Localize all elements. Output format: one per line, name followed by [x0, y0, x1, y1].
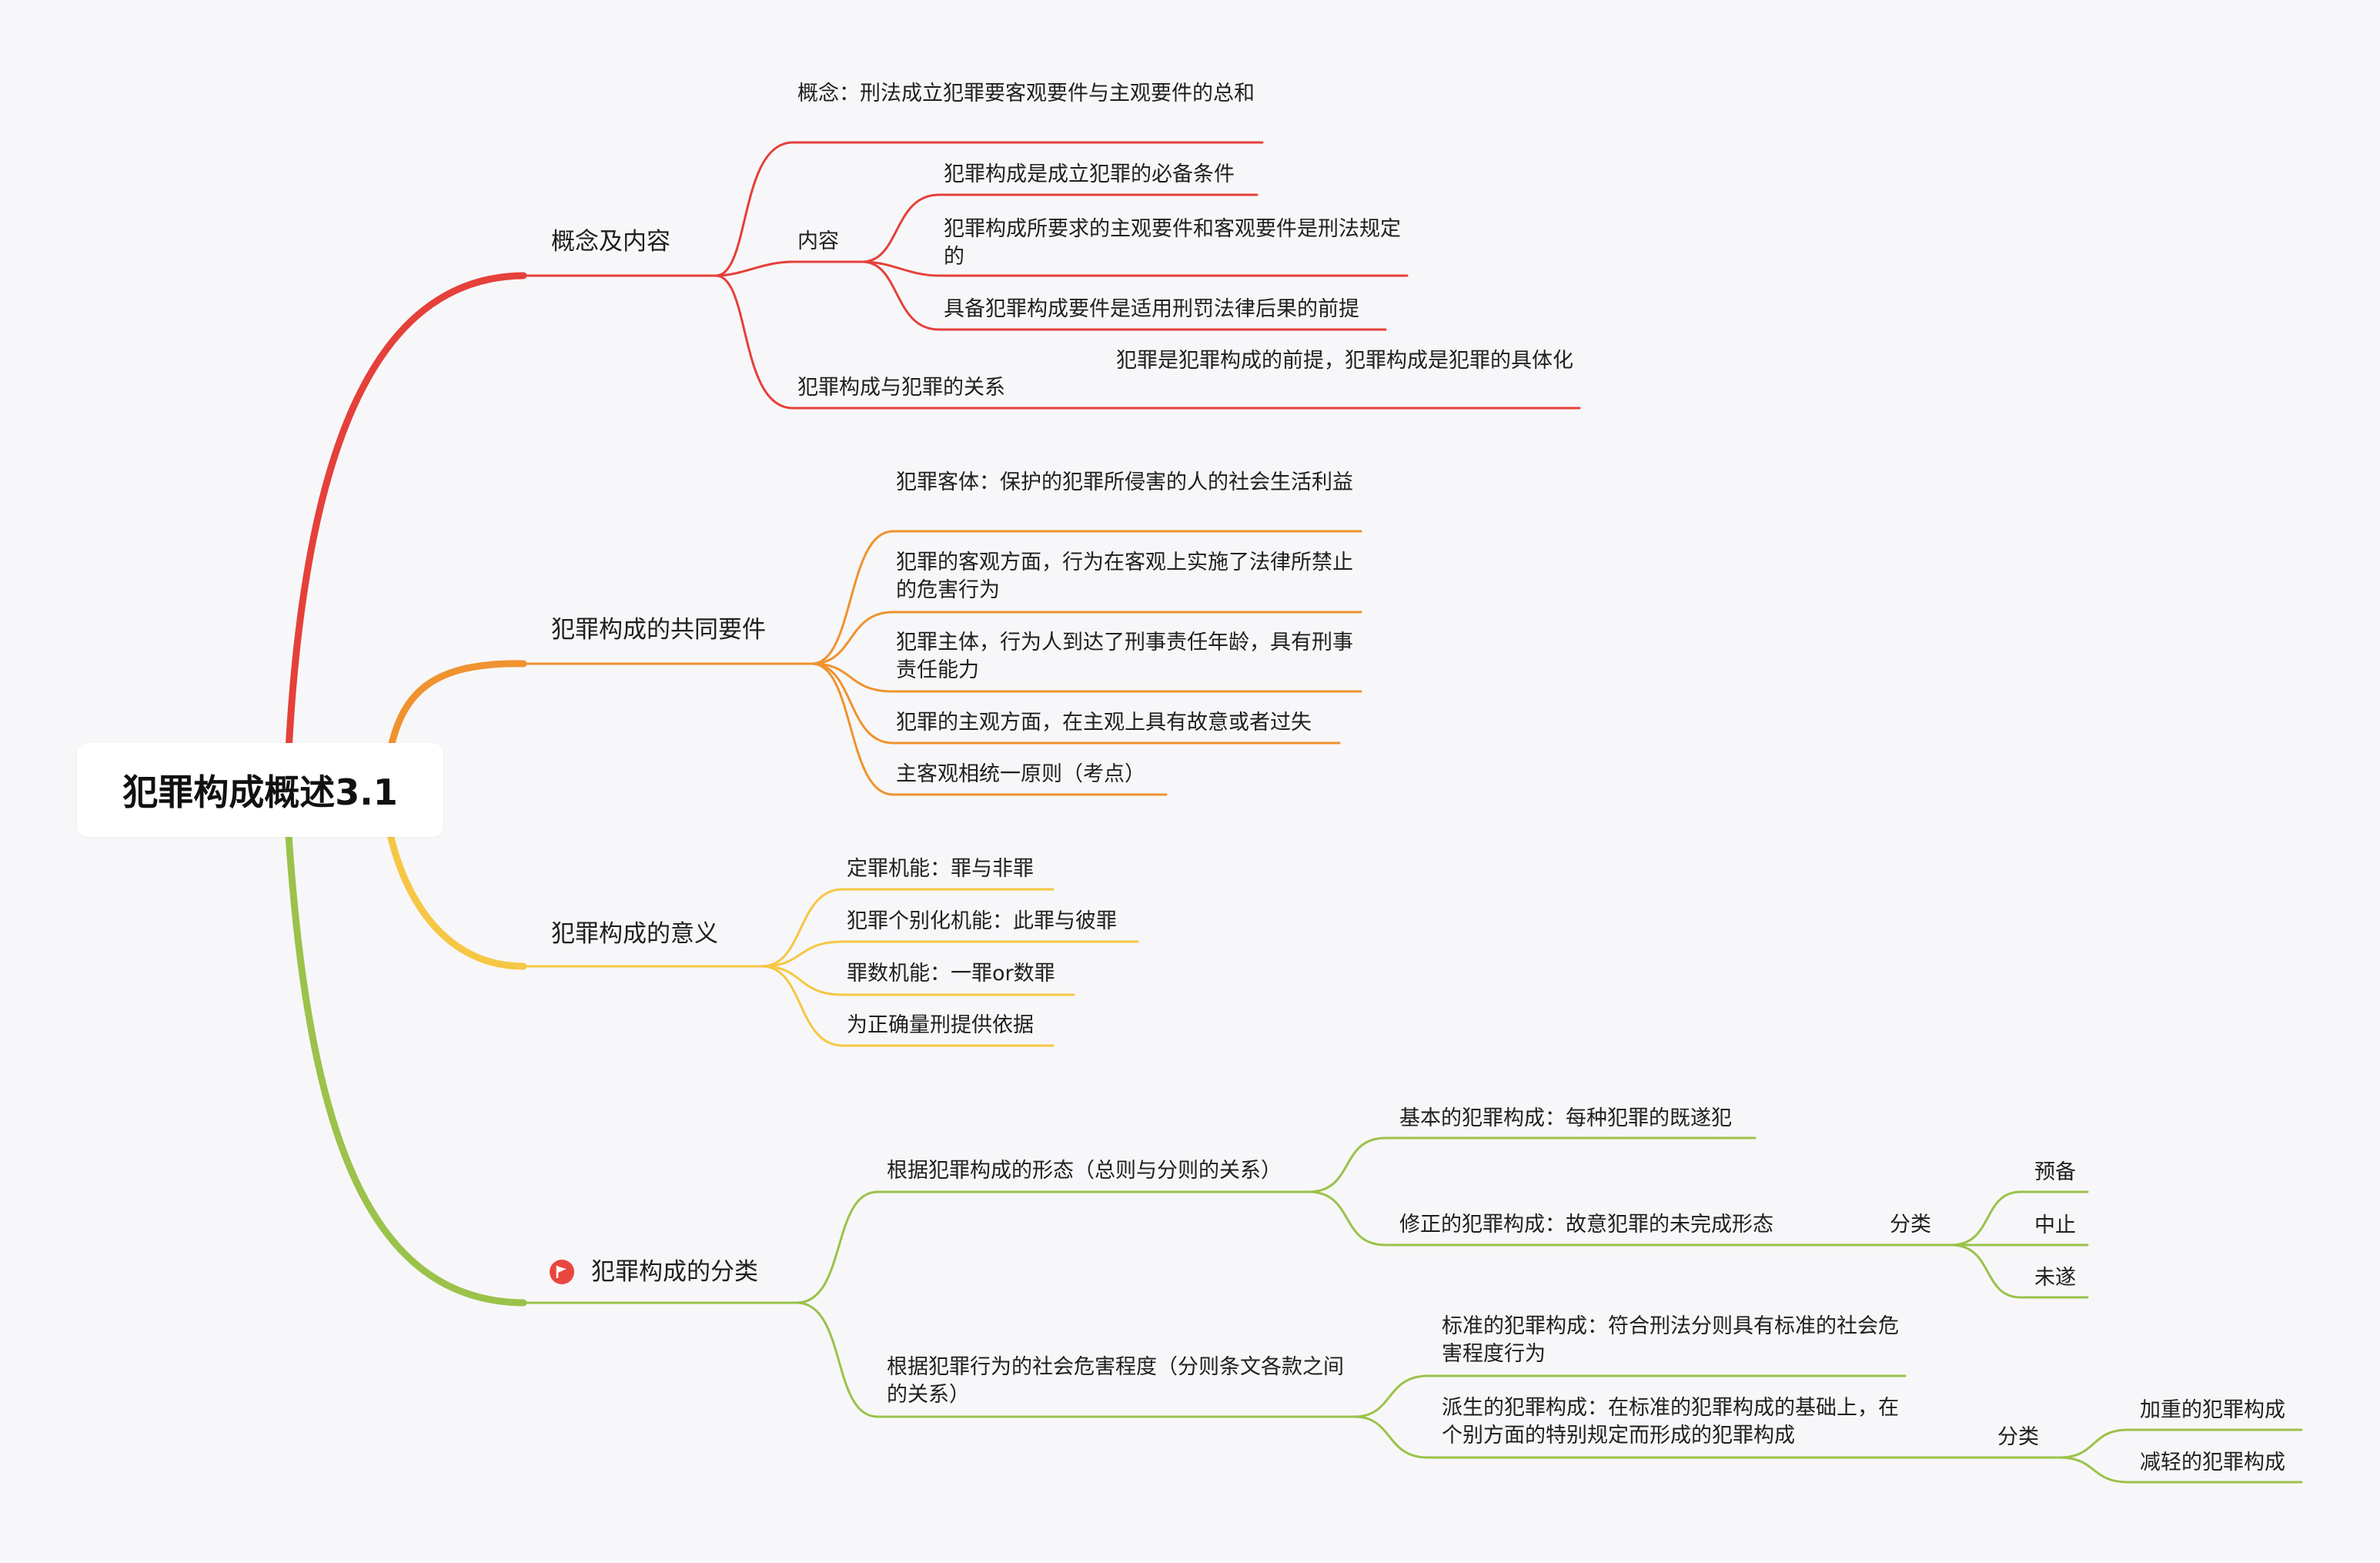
node-significance-1[interactable]: 定罪机能：罪与非罪	[847, 857, 1034, 881]
trunk-yellow	[385, 824, 527, 970]
trunk-red	[285, 272, 527, 755]
node-basic[interactable]: 基本的犯罪构成：每种犯罪的既遂犯	[1399, 1106, 1732, 1130]
node-significance-4[interactable]: 为正确量刑提供依据	[847, 1013, 1034, 1037]
node-content-3[interactable]: 具备犯罪构成要件是适用刑罚法律后果的前提	[944, 297, 1359, 321]
trunk-orange	[385, 660, 527, 762]
branch-classification[interactable]: 犯罪构成的分类	[591, 1258, 758, 1286]
node-aggravated[interactable]: 加重的犯罪构成	[2140, 1398, 2285, 1422]
node-standard[interactable]: 标准的犯罪构成：符合刑法分则具有标准的社会危害程度行为	[1442, 1314, 1899, 1366]
root-title: 犯罪构成概述3.1	[122, 771, 398, 813]
node-significance-3[interactable]: 罪数机能：一罪or数罪	[847, 962, 1055, 986]
node-mitigated[interactable]: 减轻的犯罪构成	[2140, 1451, 2285, 1474]
node-concept[interactable]: 概念：刑法成立犯罪要客观要件与主观要件的总和	[797, 82, 1255, 105]
node-attempt[interactable]: 未遂	[2034, 1266, 2076, 1290]
branch-concept-content[interactable]: 概念及内容	[551, 228, 670, 256]
branch-significance[interactable]: 犯罪构成的意义	[551, 920, 718, 948]
node-element-3[interactable]: 犯罪主体，行为人到达了刑事责任年龄，具有刑事责任能力	[896, 631, 1353, 682]
node-modified[interactable]: 修正的犯罪构成：故意犯罪的未完成形态	[1399, 1213, 1773, 1237]
flag-icon	[550, 1260, 574, 1284]
node-element-5[interactable]: 主客观相统一原则（考点）	[896, 762, 1145, 786]
node-content-1[interactable]: 犯罪构成是成立犯罪的必备条件	[944, 162, 1235, 186]
root-topic[interactable]: 犯罪构成概述3.1	[77, 743, 443, 837]
trunk-green	[285, 832, 527, 1307]
branch-common-elements[interactable]: 犯罪构成的共同要件	[551, 616, 766, 644]
node-element-1[interactable]: 犯罪客体：保护的犯罪所侵害的人的社会生活利益	[896, 470, 1353, 494]
node-element-4[interactable]: 犯罪的主观方面，在主观上具有故意或者过失	[896, 711, 1312, 735]
node-derived-classify[interactable]: 分类	[1997, 1425, 2039, 1449]
node-modified-classify[interactable]: 分类	[1890, 1213, 1931, 1237]
node-derived[interactable]: 派生的犯罪构成：在标准的犯罪构成的基础上，在个别方面的特别规定而形成的犯罪构成	[1442, 1396, 1899, 1448]
node-relation[interactable]: 犯罪构成与犯罪的关系	[797, 376, 1005, 400]
node-by-form[interactable]: 根据犯罪构成的形态（总则与分则的关系）	[887, 1159, 1282, 1183]
node-suspension[interactable]: 中止	[2034, 1213, 2076, 1237]
node-by-harm[interactable]: 根据犯罪行为的社会危害程度（分则条文各款之间的关系）	[887, 1355, 1344, 1407]
node-relation-child[interactable]: 犯罪是犯罪构成的前提，犯罪构成是犯罪的具体化	[1116, 349, 1573, 373]
node-content[interactable]: 内容	[797, 229, 839, 253]
node-preparation[interactable]: 预备	[2034, 1160, 2076, 1184]
node-element-2[interactable]: 犯罪的客观方面，行为在客观上实施了法律所禁止的危害行为	[896, 551, 1353, 602]
node-significance-2[interactable]: 犯罪个别化机能：此罪与彼罪	[847, 909, 1117, 933]
node-content-2[interactable]: 犯罪构成所要求的主观要件和客观要件是刑法规定的	[944, 217, 1401, 269]
